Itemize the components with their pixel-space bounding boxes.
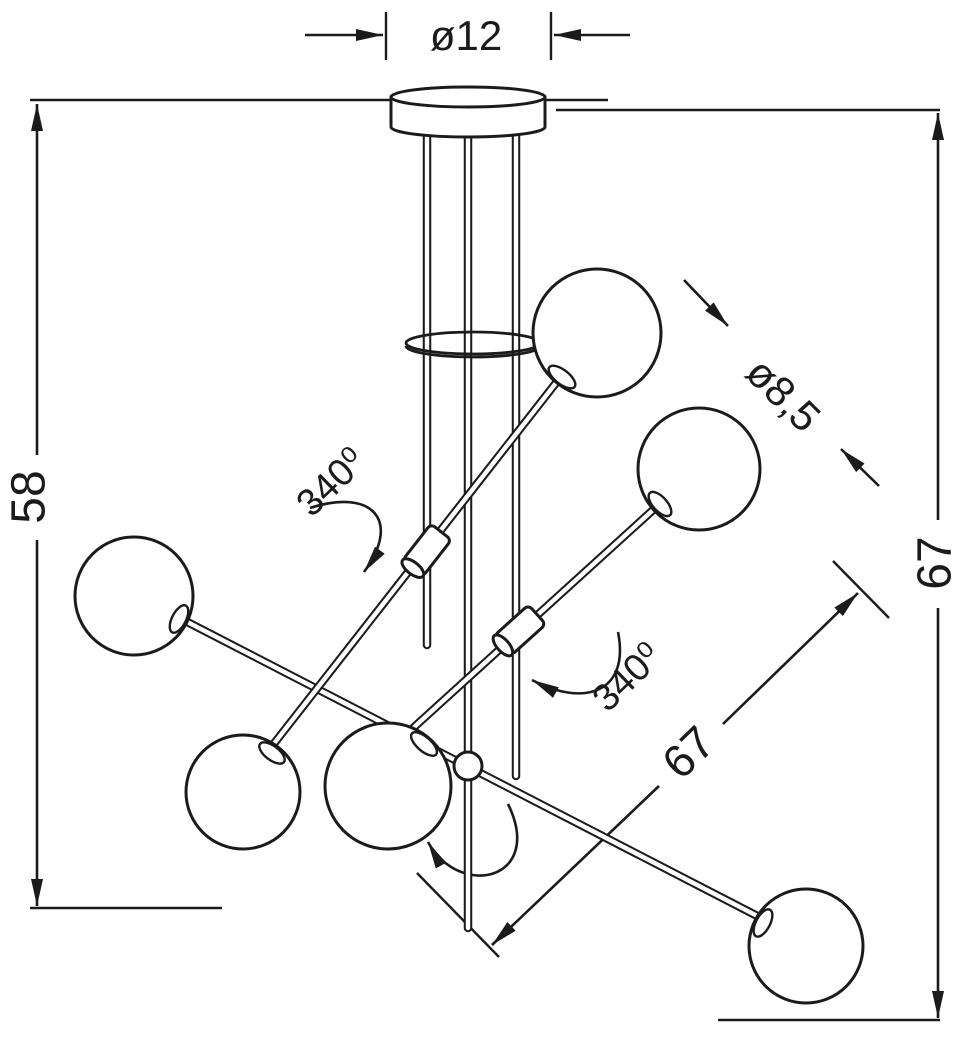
- dim-height-right-label: 67: [909, 536, 962, 589]
- globe-left: [73, 535, 195, 657]
- lamp-globes: [73, 267, 865, 1005]
- ceiling-canopy: [389, 85, 547, 139]
- pivot-joints: [400, 524, 546, 782]
- globe-right: [636, 406, 762, 532]
- dim-shade-lower-arrow: [840, 448, 880, 487]
- globe-bottom-right: [747, 887, 865, 1005]
- rotation-angle-left-label: 340⁰: [289, 440, 375, 525]
- dim-shade-upper-arrow: [683, 279, 729, 327]
- socket-cup: [647, 490, 673, 518]
- socket-cup: [547, 364, 577, 390]
- rotation-arc-left: [309, 500, 385, 573]
- dim-arm67-lower: [491, 785, 660, 946]
- dim-arm-length-label: 67: [652, 716, 725, 789]
- dim-shade-diameter-label: ø8,5: [737, 348, 830, 441]
- lamp-rods: [422, 123, 521, 933]
- dim-height-left-label: 58: [3, 470, 56, 523]
- rotation-arc-bottom: [426, 803, 519, 877]
- dim-canopy-diameter-label: ø12: [430, 12, 502, 59]
- canopy-top: [389, 85, 547, 109]
- socket-cup: [168, 604, 190, 634]
- dim-arm67-upper: [722, 592, 859, 725]
- witness-arm-bottom: [416, 872, 500, 958]
- rotation-angle-right-label: 340⁰: [585, 635, 671, 720]
- globe-center: [323, 721, 453, 851]
- pivot-ball: [452, 750, 484, 782]
- witness-arm-top: [832, 560, 890, 619]
- pivot-middle-arm: [491, 605, 546, 658]
- globe-top-right: [531, 267, 663, 399]
- socket-cup: [258, 741, 286, 765]
- rotation-arc-right: [531, 631, 622, 698]
- extension-lines: [30, 12, 940, 1022]
- socket-cup: [752, 908, 774, 938]
- globe-lower-left: [184, 733, 302, 851]
- pivot-upper-arm: [400, 524, 451, 579]
- socket-cup: [409, 731, 439, 757]
- dimension-lines: [31, 29, 944, 1018]
